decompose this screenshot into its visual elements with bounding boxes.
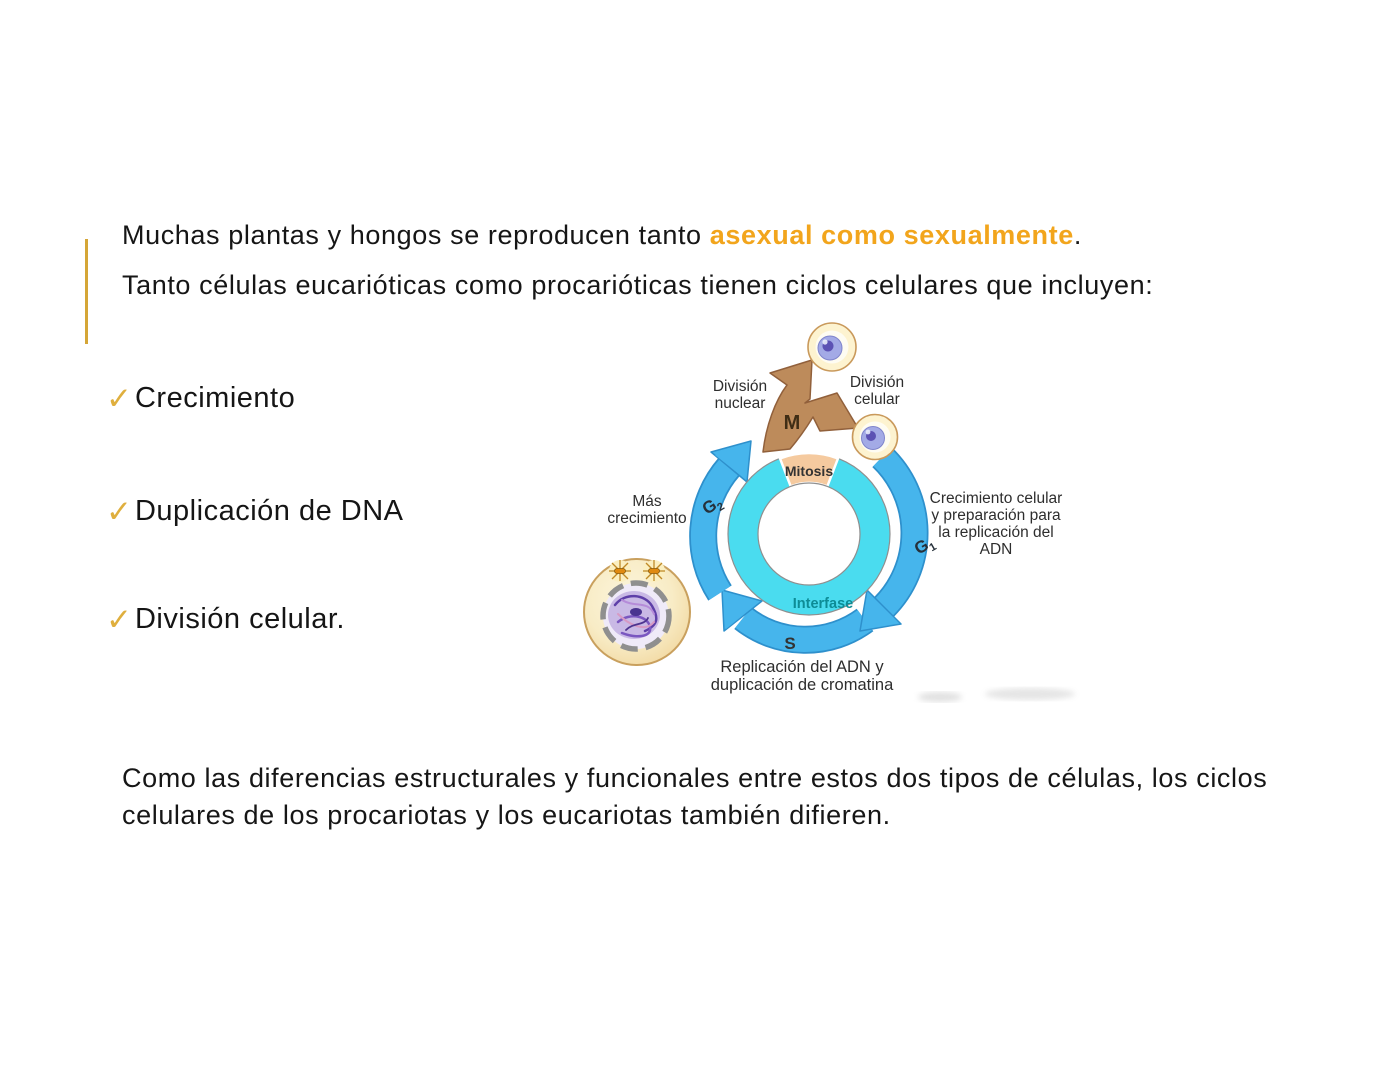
label-interfase: Interfase xyxy=(793,596,853,612)
label-mitosis: Mitosis xyxy=(785,463,833,479)
checkmark-icon: ✓ xyxy=(106,602,132,637)
label-replicacion-line1: Replicación del ADN y xyxy=(720,658,884,676)
interphase-ring xyxy=(727,451,891,616)
mitosis-m-arrow xyxy=(762,359,859,453)
label-division-celular-line1: División xyxy=(850,374,904,391)
daughter-cell-top xyxy=(807,322,857,372)
closing-line-1: Como las diferencias estructurales y fun… xyxy=(122,763,1268,793)
prophase-cell-illustration xyxy=(583,558,691,666)
page-shadow-smudges xyxy=(918,688,1075,702)
checklist-label: Crecimiento xyxy=(134,382,296,414)
checkmark-icon: ✓ xyxy=(106,494,132,529)
checklist-item-division: ✓División celular. xyxy=(106,602,345,638)
label-division-nuclear-line1: División xyxy=(713,378,767,395)
label-s-phase: S xyxy=(784,634,795,653)
g2-phase-arc xyxy=(689,440,752,601)
intro-text-highlight: asexual como sexualmente xyxy=(709,220,1074,250)
intro-text-prefix: Muchas plantas y hongos se reproducen ta… xyxy=(122,220,710,250)
label-crecimiento-celular-line2: y preparación para xyxy=(931,507,1061,524)
spindle-aster-left xyxy=(609,560,631,581)
intro-text-suffix: . xyxy=(1073,220,1082,250)
second-paragraph: Tanto células eucarióticas como procarió… xyxy=(122,270,1154,300)
label-crecimiento-celular-line4: ADN xyxy=(980,541,1013,558)
label-mas-crecimiento-line2: crecimiento xyxy=(607,510,686,527)
intro-paragraph: Muchas plantas y hongos se reproducen ta… xyxy=(122,220,1082,251)
g1-phase-arc xyxy=(859,446,929,632)
checkmark-icon: ✓ xyxy=(106,381,132,416)
label-crecimiento-celular-line1: Crecimiento celular xyxy=(930,490,1063,507)
closing-line-2: celulares de los procariotas y los eucar… xyxy=(122,800,891,830)
checklist-item-duplicacion: ✓Duplicación de DNA xyxy=(106,494,404,530)
checklist-label: Duplicación de DNA xyxy=(134,495,404,527)
cell-cycle-diagram: División nuclear División celular M Mito… xyxy=(583,322,1075,702)
label-mas-crecimiento-line1: Más xyxy=(632,493,662,510)
spindle-aster-right xyxy=(643,560,665,581)
s-phase-arc xyxy=(721,589,874,654)
checklist-label: División celular. xyxy=(134,603,345,635)
label-crecimiento-celular-line3: la replicación del xyxy=(938,524,1053,541)
checklist-item-crecimiento: ✓Crecimiento xyxy=(106,381,295,417)
label-division-nuclear-line2: nuclear xyxy=(715,395,766,412)
daughter-cell-right xyxy=(851,413,899,461)
closing-paragraph: Como las diferencias estructurales y fun… xyxy=(122,760,1267,834)
accent-vertical-line xyxy=(85,239,88,344)
label-m-phase: M xyxy=(784,412,801,434)
label-division-celular-line2: celular xyxy=(854,391,900,408)
label-replicacion-line2: duplicación de cromatina xyxy=(711,676,894,694)
